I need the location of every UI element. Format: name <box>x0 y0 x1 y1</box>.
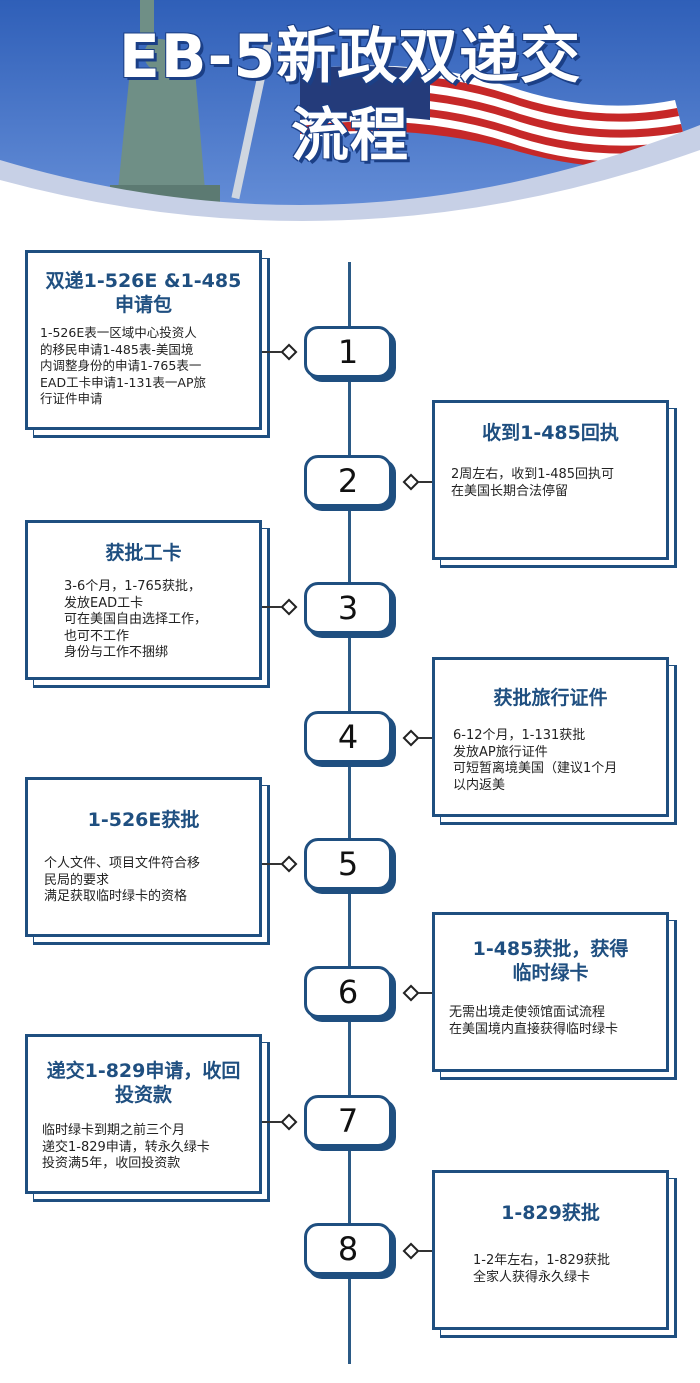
banner-illustration <box>0 0 700 245</box>
step-title: 递交1-829申请，收回 投资款 <box>46 1060 241 1106</box>
step-body: 6-12个月，1-131获批 发放AP旅行证件 可短暂离境美国（建议1个月 以内… <box>453 728 618 793</box>
step-number-5: 5 <box>304 838 392 890</box>
step-number-1: 1 <box>304 326 392 378</box>
step-card-3: 获批工卡 3-6个月，1-765获批， 发放EAD工卡 可在美国自由选择工作， … <box>25 520 262 680</box>
connector <box>262 351 286 353</box>
step-body: 无需出境走使领馆面试流程 在美国境内直接获得临时绿卡 <box>449 1005 619 1037</box>
step-card-1: 双递1-526E &1-485 申请包 1-526E表一区域中心投资人 的移民申… <box>25 250 262 430</box>
connector-diamond-icon <box>280 1113 298 1131</box>
step-number-8: 8 <box>304 1223 392 1275</box>
connector <box>410 1250 432 1252</box>
page-title: EB-5新政双递交 <box>118 22 582 92</box>
us-flag-icon <box>300 65 690 168</box>
step-title: 1-829获批 <box>501 1202 600 1224</box>
header-banner: EB-5新政双递交 流程 <box>0 0 700 245</box>
connector <box>262 606 286 608</box>
connector <box>410 992 432 994</box>
step-card-5: 1-526E获批 个人文件、项目文件符合移 民局的要求 满足获取临时绿卡的资格 <box>25 777 262 937</box>
step-card-2: 收到1-485回执 2周左右，收到1-485回执可 在美国长期合法停留 <box>432 400 669 560</box>
connector-diamond-icon <box>402 729 420 747</box>
step-number-3: 3 <box>304 582 392 634</box>
timeline-axis <box>348 262 351 1364</box>
step-title: 获批旅行证件 <box>493 687 608 709</box>
step-title: 收到1-485回执 <box>482 422 619 444</box>
connector-diamond-icon <box>402 984 420 1002</box>
step-number-6: 6 <box>304 966 392 1018</box>
step-body: 个人文件、项目文件符合移 民局的要求 满足获取临时绿卡的资格 <box>44 856 201 904</box>
connector-diamond-icon <box>280 598 298 616</box>
step-card-6: 1-485获批，获得 临时绿卡 无需出境走使领馆面试流程 在美国境内直接获得临时… <box>432 912 669 1072</box>
step-title: 双递1-526E &1-485 申请包 <box>45 270 242 316</box>
connector <box>410 481 432 483</box>
connector-diamond-icon <box>402 1242 420 1260</box>
page-subtitle: 流程 <box>290 101 409 169</box>
step-card-4: 获批旅行证件 6-12个月，1-131获批 发放AP旅行证件 可短暂离境美国（建… <box>432 657 669 817</box>
step-title: 获批工卡 <box>105 542 182 564</box>
step-title: 1-485获批，获得 临时绿卡 <box>472 938 629 984</box>
connector-diamond-icon <box>280 855 298 873</box>
step-body: 临时绿卡到期之前三个月 递交1-829申请，转永久绿卡 投资满5年，收回投资款 <box>42 1123 210 1171</box>
connector-diamond-icon <box>402 473 420 491</box>
step-body: 2周左右，收到1-485回执可 在美国长期合法停留 <box>451 467 615 499</box>
step-body: 3-6个月，1-765获批， 发放EAD工卡 可在美国自由选择工作， 也可不工作… <box>64 579 208 660</box>
step-body: 1-526E表一区域中心投资人 的移民申请1-485表-美国境 内调整身份的申请… <box>40 325 206 406</box>
connector <box>262 863 286 865</box>
step-card-8: 1-829获批 1-2年左右，1-829获批 全家人获得永久绿卡 <box>432 1170 669 1330</box>
step-body: 1-2年左右，1-829获批 全家人获得永久绿卡 <box>473 1253 611 1285</box>
step-number-2: 2 <box>304 455 392 507</box>
step-number-7: 7 <box>304 1095 392 1147</box>
step-title: 1-526E获批 <box>87 809 200 831</box>
connector-diamond-icon <box>280 343 298 361</box>
step-number-4: 4 <box>304 711 392 763</box>
step-card-7: 递交1-829申请，收回 投资款 临时绿卡到期之前三个月 递交1-829申请，转… <box>25 1034 262 1194</box>
connector <box>410 737 432 739</box>
connector <box>262 1121 286 1123</box>
